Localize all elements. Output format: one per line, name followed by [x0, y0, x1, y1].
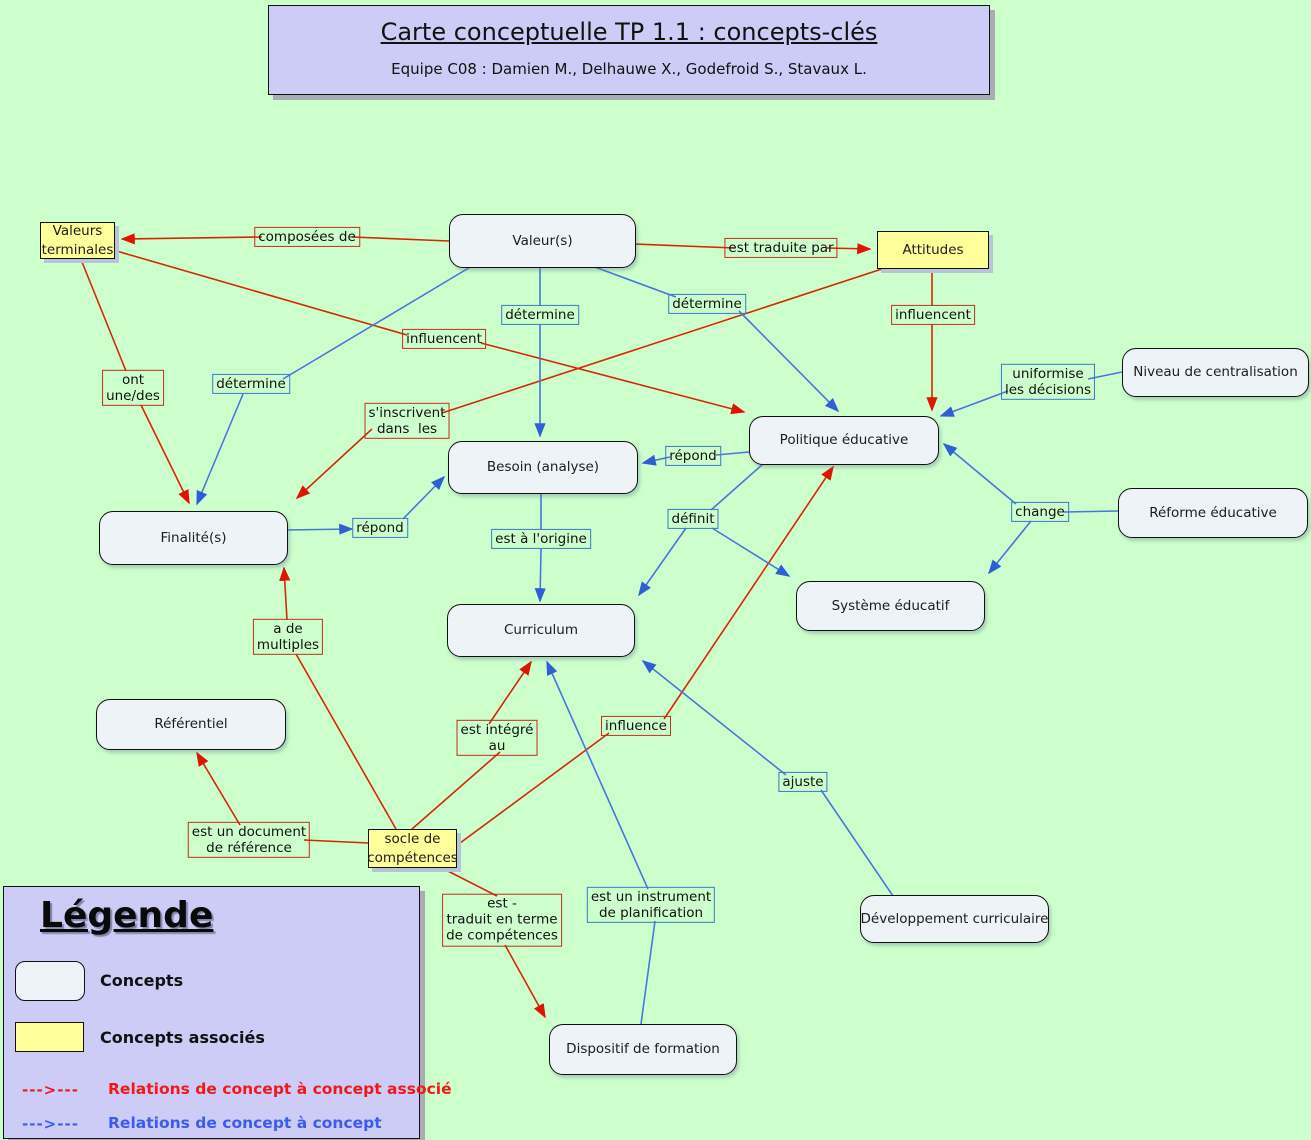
edge-valeurs-terminales-to-finalites-seg1: [140, 404, 190, 505]
title-panel: Carte conceptuelle TP 1.1 : concepts-clé…: [268, 5, 990, 95]
relation-label-influence[interactable]: influence: [601, 715, 671, 737]
concept-reforme-educative[interactable]: Réforme éducative: [1118, 488, 1308, 538]
concept-systeme-educatif[interactable]: Système éducatif: [796, 581, 985, 631]
concept-politique-educative[interactable]: Politique éducative: [749, 416, 939, 465]
edge-reforme-to-politique-seg1: [942, 442, 1017, 505]
relation-label-change[interactable]: change: [1011, 501, 1069, 523]
edge-valeurs-to-attitudes-seg1: [826, 243, 872, 255]
concept-besoin[interactable]: Besoin (analyse): [448, 441, 638, 494]
edge-niveau-to-politique-seg0: [1087, 371, 1123, 380]
concept-valeurs[interactable]: Valeur(s): [449, 214, 636, 268]
relation-label-influencent-valeurs-terminales[interactable]: influencent: [402, 328, 486, 350]
edge-politique-to-curriculum-seg1: [638, 527, 687, 597]
edge-developpement-to-curriculum-seg1: [641, 660, 787, 776]
edge-socle-to-referentiel-seg1: [196, 751, 241, 826]
relation-label-definit[interactable]: définit: [667, 508, 719, 530]
page-title: Carte conceptuelle TP 1.1 : concepts-clé…: [380, 18, 878, 46]
concept-curriculum[interactable]: Curriculum: [447, 604, 635, 657]
legend-title: Légende: [40, 895, 214, 936]
edge-attitudes-to-finalites-seg0: [441, 266, 889, 414]
edge-valeurs-to-attitudes-seg0: [633, 243, 736, 249]
edge-valeurs-to-finalites-seg1: [196, 393, 244, 506]
concept-finalites[interactable]: Finalité(s): [99, 511, 288, 565]
edge-politique-to-besoin-seg0: [715, 451, 750, 456]
relation-label-composees-de[interactable]: composées de: [254, 226, 360, 248]
concept-dispositif-formation[interactable]: Dispositif de formation: [549, 1024, 737, 1075]
edge-valeurs-to-valeurs-terminales-seg0: [351, 236, 450, 242]
relation-label-influencent-attitudes[interactable]: influencent: [891, 304, 975, 326]
page-subtitle: Equipe C08 : Damien M., Delhauwe X., God…: [391, 60, 867, 78]
relation-label-determine-right[interactable]: détermine: [668, 293, 746, 315]
edge-politique-to-systeme-seg0: [711, 527, 791, 577]
relation-label-est-un-document-de-reference[interactable]: est un document de référence: [187, 821, 311, 859]
edge-socle-to-dispositif-seg0: [437, 865, 498, 897]
edge-valeurs-to-politique-seg1: [738, 310, 840, 413]
edge-valeurs-terminales-to-finalites-seg0: [79, 256, 127, 372]
relation-label-uniformise-les-decisions[interactable]: uniformise les décisions: [1000, 363, 1096, 401]
legend-panel: Légende: [3, 886, 420, 1139]
edge-valeurs-to-politique-seg0: [591, 265, 677, 298]
concept-referentiel[interactable]: Référentiel: [96, 699, 286, 750]
relation-label-est-a-l-origine[interactable]: est à l'origine: [491, 528, 591, 550]
edge-dispositif-to-curriculum-seg1: [546, 660, 649, 890]
concept-developpement-curriculaire[interactable]: Développement curriculaire: [860, 895, 1049, 943]
legend-red-relation-label: Relations de concept à concept associé: [108, 1080, 452, 1098]
edge-socle-to-referentiel-seg0: [303, 839, 369, 844]
relation-label-a-de-multiples[interactable]: a de multiples: [252, 618, 324, 656]
edge-finalites-to-besoin-seg0: [285, 523, 354, 535]
edge-socle-to-dispositif-seg1: [504, 944, 546, 1019]
associated-concept-valeurs-terminales[interactable]: Valeurs terminales: [40, 222, 115, 259]
relation-label-repond-left[interactable]: répond: [352, 517, 408, 539]
edge-valeurs-to-valeurs-terminales-seg1: [120, 233, 263, 245]
edge-socle-to-politique-seg1: [663, 465, 834, 720]
edge-reforme-to-systeme-seg0: [987, 520, 1032, 575]
edge-finalites-to-besoin-seg1: [402, 475, 446, 520]
legend-blue-relation-label: Relations de concept à concept: [108, 1114, 382, 1132]
relation-label-determine-left[interactable]: détermine: [212, 373, 290, 395]
edge-besoin-to-curriculum-seg1: [534, 548, 546, 603]
relation-label-est-integre-au[interactable]: est intégré au: [456, 719, 538, 757]
legend-associated-label: Concepts associés: [100, 1028, 265, 1047]
relation-label-s-inscrivent-dans-les[interactable]: s'inscrivent dans les: [364, 402, 450, 440]
legend-concepts-label: Concepts: [100, 971, 184, 990]
associated-concept-socle-competences[interactable]: socle de compétences: [367, 829, 458, 868]
legend-red-arrow-sample: --->---: [22, 1081, 79, 1099]
edge-valeurs-terminales-to-politique-seg1: [480, 342, 746, 415]
edge-attitudes-to-finalites-seg1: [295, 428, 373, 500]
relation-label-determine-mid[interactable]: détermine: [501, 304, 579, 326]
legend-blue-arrow-sample: --->---: [22, 1115, 79, 1133]
edge-valeurs-terminales-to-politique-seg0: [112, 249, 408, 336]
edge-niveau-to-politique-seg1: [939, 390, 1009, 417]
relation-label-repond-right[interactable]: répond: [665, 445, 721, 467]
legend-concept-swatch: [15, 961, 85, 1001]
relation-label-ont-une-des[interactable]: ont une/des: [102, 369, 164, 407]
edge-reforme-to-politique-seg0: [1063, 510, 1119, 513]
concept-niveau-centralisation[interactable]: Niveau de centralisation: [1122, 348, 1309, 397]
edge-dispositif-to-curriculum-seg0: [640, 920, 656, 1025]
edge-politique-to-curriculum-seg0: [710, 462, 765, 511]
legend-associated-swatch: [15, 1022, 84, 1052]
edge-socle-to-curriculum-seg1: [488, 660, 532, 725]
relation-label-est-un-instrument[interactable]: est un instrument de planification: [586, 886, 716, 924]
edge-valeurs-to-finalites-seg0: [282, 265, 473, 380]
relation-label-ajuste[interactable]: ajuste: [778, 771, 828, 793]
relation-label-est-traduite-par[interactable]: est traduite par: [724, 237, 838, 259]
edge-socle-to-finalites-seg0: [295, 653, 397, 830]
edge-socle-to-curriculum-seg0: [411, 751, 501, 830]
associated-concept-attitudes[interactable]: Attitudes: [877, 231, 989, 269]
edge-socle-to-finalites-seg1: [279, 566, 291, 621]
edge-socle-to-politique-seg0: [455, 732, 610, 847]
edge-developpement-to-curriculum-seg0: [820, 789, 894, 897]
relation-label-est-traduit-en-terme[interactable]: est - traduit en terme de compétences: [442, 893, 562, 947]
